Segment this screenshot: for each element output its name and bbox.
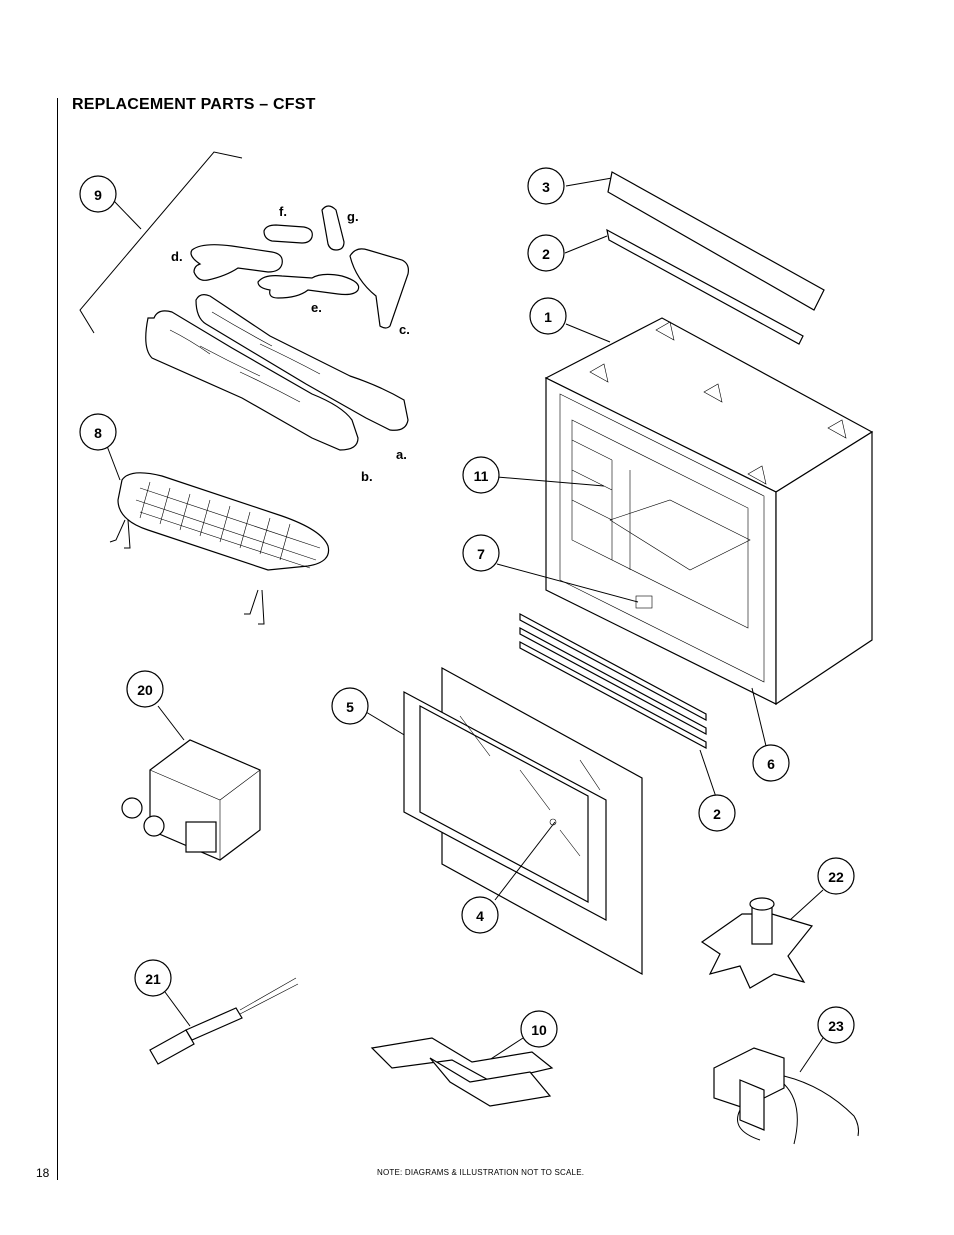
footer-note: NOTE: DIAGRAMS & ILLUSTRATION NOT TO SCA…	[377, 1168, 585, 1177]
callout-2-bottom: 2	[698, 794, 736, 832]
leader-11	[496, 476, 605, 487]
callout-23: 23	[817, 1006, 855, 1044]
pilot-fitting-illustration	[700, 889, 824, 989]
gasket-illustration	[370, 1037, 554, 1107]
page-title: REPLACEMENT PARTS – CFST	[72, 96, 316, 113]
svg-text:2: 2	[713, 806, 721, 822]
callout-3: 3	[527, 167, 565, 205]
gas-valve-illustration	[121, 705, 261, 861]
bottom-trim-illustration	[519, 612, 717, 798]
burner-grate-illustration	[106, 445, 330, 625]
svg-text:9: 9	[94, 187, 102, 203]
svg-text:23: 23	[828, 1018, 844, 1034]
svg-text:2: 2	[542, 246, 550, 262]
callout-10: 10	[520, 1010, 558, 1048]
callout-6: 6	[752, 744, 790, 782]
log-letter-d: d.	[171, 249, 183, 264]
svg-text:11: 11	[474, 468, 489, 484]
callout-11: 11	[462, 456, 500, 494]
callout-22: 22	[817, 857, 855, 895]
callout-21: 21	[134, 959, 172, 997]
log-letter-a: a.	[396, 447, 407, 462]
svg-text:22: 22	[828, 869, 844, 885]
margin-rule	[57, 98, 58, 1180]
firebox-illustration	[544, 317, 874, 706]
svg-text:10: 10	[531, 1022, 547, 1038]
log-letter-c: c.	[399, 322, 410, 337]
callout-2-top: 2	[527, 234, 565, 272]
log-letter-e: e.	[311, 300, 322, 315]
svg-text:21: 21	[145, 971, 161, 987]
glass-frame-illustration	[365, 666, 643, 976]
svg-text:20: 20	[137, 682, 153, 698]
log-letter-f: f.	[279, 204, 287, 219]
svg-text:4: 4	[476, 908, 484, 924]
pilot-assembly-illustration	[713, 1037, 859, 1145]
callout-20: 20	[126, 670, 164, 708]
svg-text:6: 6	[767, 756, 775, 772]
page-number: 18	[36, 1166, 50, 1180]
leader-6	[751, 687, 767, 747]
svg-text:5: 5	[346, 699, 354, 715]
svg-text:1: 1	[544, 309, 552, 325]
callout-8: 8	[79, 413, 117, 451]
callout-7: 7	[462, 534, 500, 572]
callout-5: 5	[331, 687, 369, 725]
log-set-illustration: f. g. d. e. c. a. b.	[79, 151, 410, 484]
callout-1: 1	[529, 297, 567, 335]
top-trim-illustration	[564, 171, 825, 345]
svg-text:7: 7	[477, 546, 485, 562]
svg-text:3: 3	[542, 179, 550, 195]
svg-text:8: 8	[94, 425, 102, 441]
callout-4: 4	[461, 896, 499, 934]
log-letter-b: b.	[361, 469, 373, 484]
leader-7	[496, 563, 639, 603]
callout-9: 9	[79, 175, 117, 213]
log-letter-g: g.	[347, 209, 359, 224]
thermocouple-illustration	[149, 977, 299, 1065]
